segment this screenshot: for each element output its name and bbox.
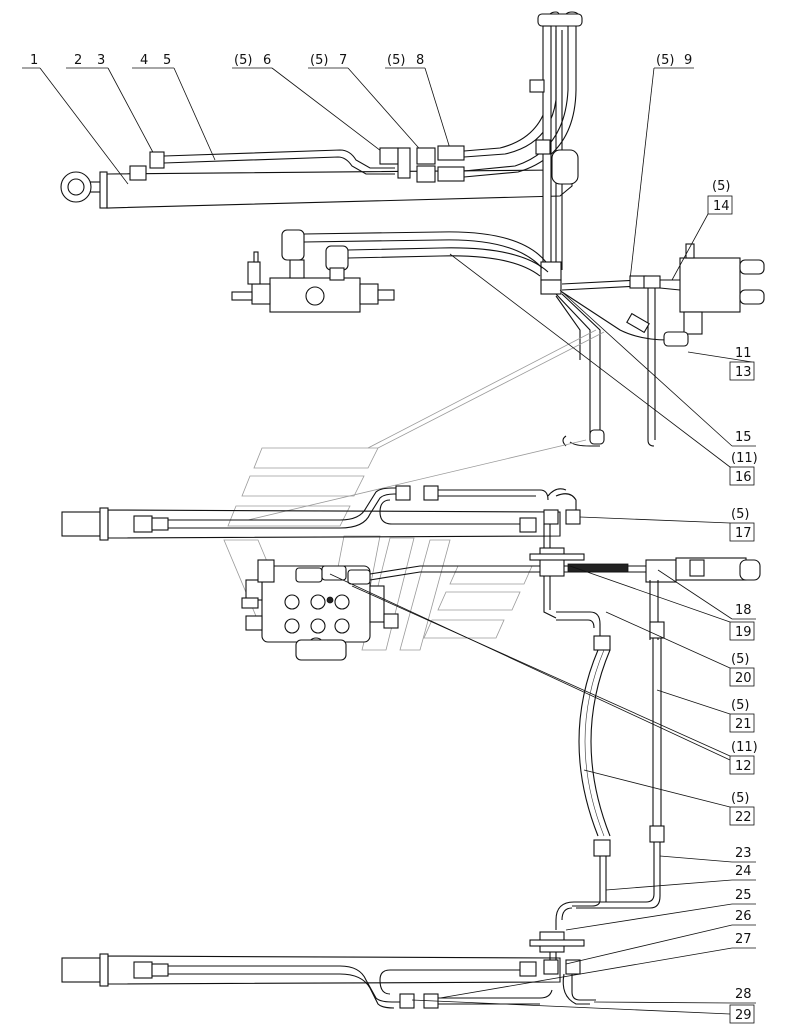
- callout-box-19: [729, 621, 755, 641]
- callout-box-14: [707, 195, 733, 215]
- callout-7: 7: [339, 53, 347, 68]
- callout-24: 24: [735, 864, 752, 879]
- callout-16: 16: [735, 470, 752, 485]
- callout-21: 21: [735, 717, 752, 732]
- callout-5-ref-e: (5): [712, 179, 730, 194]
- callout-17: 17: [735, 526, 752, 541]
- callout-26: 26: [735, 909, 752, 924]
- callout-28: 28: [735, 987, 752, 1002]
- callout-22: 22: [735, 810, 752, 825]
- callout-box-12: [729, 755, 755, 775]
- callout-13: 13: [735, 365, 752, 380]
- callout-5-ref-a: (5): [234, 53, 252, 68]
- right-callouts: (5) 14 11 13 15 (11) 16 (5) 17 18 19 (5): [329, 179, 758, 1024]
- right-aux-valve: [561, 243, 765, 447]
- top-cylinder-assembly: [60, 11, 583, 295]
- callout-14: 14: [713, 199, 730, 214]
- top-control-valve: [231, 229, 549, 313]
- callout-box-21: [729, 713, 755, 733]
- middle-valve-block: [241, 547, 761, 661]
- callout-20: 20: [735, 671, 752, 686]
- callout-18: 18: [735, 603, 752, 618]
- callout-box-16: [729, 466, 755, 486]
- callout-5-ref-g: (5): [731, 652, 749, 667]
- callout-5-ref-c: (5): [387, 53, 405, 68]
- callout-8: 8: [416, 53, 424, 68]
- callout-box-20: [729, 667, 755, 687]
- bottom-cylinder-assembly: [61, 931, 596, 1009]
- callout-11-ref-a: (11): [731, 451, 758, 466]
- callout-9: 9: [684, 53, 692, 68]
- callout-5-ref-d: (5): [656, 53, 674, 68]
- callout-box-22: [729, 806, 755, 826]
- callout-box-13: [729, 361, 755, 381]
- callout-5-ref-i: (5): [731, 791, 749, 806]
- callout-5-ref-f: (5): [731, 507, 749, 522]
- callout-6: 6: [263, 53, 271, 68]
- lower-hoses: [555, 611, 665, 930]
- callout-box-17: [729, 522, 755, 542]
- callout-2: 2: [74, 53, 82, 68]
- callout-4: 4: [140, 53, 148, 68]
- callout-1: 1: [30, 53, 38, 68]
- callout-23: 23: [735, 846, 752, 861]
- callout-5-ref-h: (5): [731, 698, 749, 713]
- callout-19: 19: [735, 625, 752, 640]
- middle-cylinder-assembly: [61, 485, 581, 619]
- callout-29: 29: [735, 1008, 752, 1023]
- callout-5: 5: [163, 53, 171, 68]
- callout-5-ref-b: (5): [310, 53, 328, 68]
- top-callouts: 1 2 3 4 5 (5) 6 (5) 7 (5) 8 (5) 9: [22, 53, 694, 281]
- middle-drop-hoses: [555, 293, 605, 447]
- callout-12: 12: [735, 759, 752, 774]
- callout-11: 11: [735, 346, 752, 361]
- callout-25: 25: [735, 888, 752, 903]
- callout-15: 15: [735, 430, 752, 445]
- callout-3: 3: [97, 53, 105, 68]
- callout-11-ref-b: (11): [731, 740, 758, 755]
- callout-27: 27: [735, 932, 752, 947]
